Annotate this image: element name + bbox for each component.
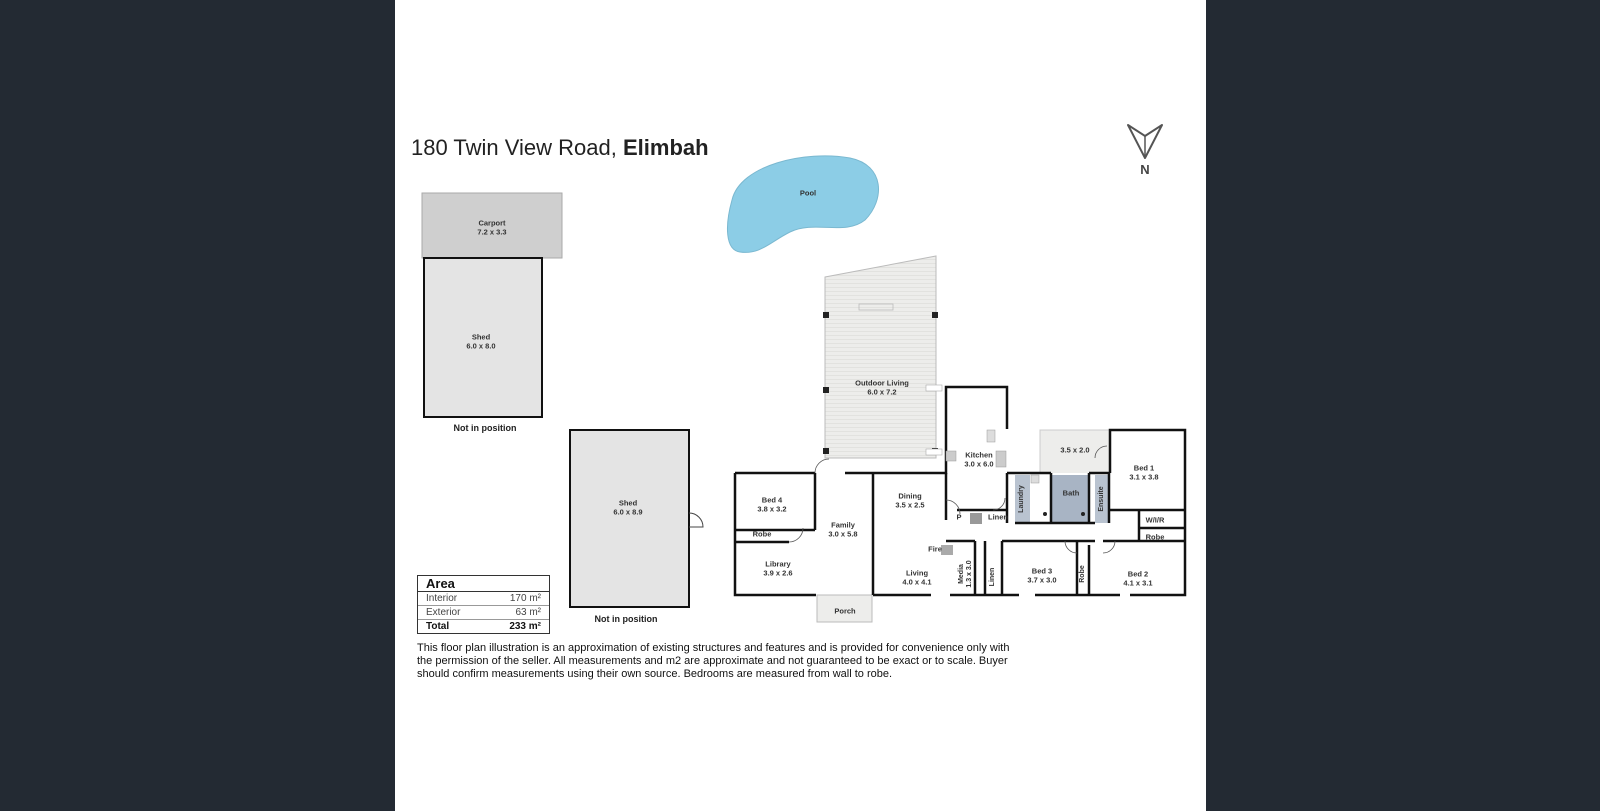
bath-label: Bath (1062, 488, 1080, 498)
area-row-value: 233 m² (509, 621, 541, 632)
shed-1-name: Shed (471, 332, 491, 342)
patio-label: 3.5 x 2.0 (1060, 445, 1090, 455)
pool-label: Pool (799, 188, 817, 198)
fireplace-label: Fire (928, 544, 942, 554)
family-label: Family 3.0 x 5.8 (828, 521, 857, 538)
shed-1-label: Shed 6.0 x 8.0 (466, 333, 495, 350)
shed-2-label: Shed 6.0 x 8.9 (613, 499, 642, 516)
bed-4-robe-label: Robe (752, 529, 772, 539)
laundry-fill (1015, 475, 1030, 523)
area-row-label: Exterior (426, 607, 461, 618)
bed-2-name: Bed 2 (1127, 569, 1149, 579)
kitchen-name: Kitchen (965, 450, 993, 460)
area-row-total: Total 233 m² (418, 620, 549, 633)
family-name: Family (831, 520, 855, 530)
ensuite-fill (1095, 475, 1109, 523)
bed-1-robe-label: Robe (1145, 532, 1165, 542)
disclaimer-text: This floor plan illustration is an appro… (417, 642, 1010, 680)
pantry-label: P (956, 512, 962, 522)
outdoor-living-deck (824, 255, 937, 459)
shed-1-shape (423, 257, 543, 418)
library-name: Library (765, 559, 791, 569)
bed-1-label: Bed 1 3.1 x 3.8 (1129, 464, 1158, 481)
shed-2-shape (569, 429, 690, 608)
outdoor-living-name: Outdoor Living (855, 378, 909, 388)
bed-3-label: Bed 3 3.7 x 3.0 (1027, 567, 1056, 584)
living-dim: 4.0 x 4.1 (902, 577, 932, 586)
carport-label: Carport 7.2 x 3.3 (477, 219, 506, 236)
media-label: Media 1.3 x 3.0 (958, 560, 974, 587)
porch-area (816, 594, 873, 623)
floor-plan-drawing (421, 155, 1187, 623)
area-title: Area (418, 576, 549, 592)
shed-2-not-in-position: Not in position (594, 614, 658, 624)
bed-1-name: Bed 1 (1133, 463, 1155, 473)
porch-label: Porch (834, 606, 856, 616)
area-row-label: Interior (426, 593, 458, 604)
linen-2-label: Linen (988, 567, 996, 587)
bed-4-label: Bed 4 3.8 x 3.2 (757, 496, 786, 513)
pool-shape (727, 155, 879, 253)
bed-3-name: Bed 3 (1031, 566, 1053, 576)
area-row-value: 63 m² (515, 607, 541, 618)
area-row-interior: Interior 170 m² (418, 592, 549, 606)
outdoor-living-label: Outdoor Living 6.0 x 7.2 (855, 379, 909, 396)
walk-in-robe-label: W/I/R (1145, 515, 1165, 525)
dining-name: Dining (898, 491, 922, 501)
shed-2-name: Shed (618, 498, 638, 508)
address-street: 180 Twin View Road, (411, 135, 617, 160)
north-arrow-icon (1127, 124, 1163, 159)
property-address: 180 Twin View Road, Elimbah (411, 135, 709, 161)
bed-4-name: Bed 4 (761, 495, 783, 505)
linen-1-label: Linen (988, 512, 1008, 522)
north-label: N (1140, 162, 1150, 177)
bed-3-dim: 3.7 x 3.0 (1027, 575, 1057, 584)
bed-2-dim: 4.1 x 3.1 (1123, 578, 1153, 587)
living-label: Living 4.0 x 4.1 (902, 569, 931, 586)
family-dim: 3.0 x 5.8 (828, 529, 858, 538)
area-row-label: Total (426, 621, 450, 632)
bed-3-robe-label: Robe (1078, 565, 1086, 583)
library-label: Library 3.9 x 2.6 (763, 560, 792, 577)
bed-4-dim: 3.8 x 3.2 (757, 504, 787, 513)
media-dim: 1.3 x 3.0 (966, 560, 973, 588)
living-name: Living (905, 568, 929, 578)
media-name: Media (957, 564, 965, 584)
dining-dim: 3.5 x 2.5 (895, 500, 925, 509)
dining-label: Dining 3.5 x 2.5 (895, 492, 924, 509)
carport-dim: 7.2 x 3.3 (477, 227, 507, 236)
bed-1-dim: 3.1 x 3.8 (1129, 472, 1159, 481)
shed-1-dim: 6.0 x 8.0 (466, 341, 496, 350)
floor-plan-sheet: 180 Twin View Road, Elimbah N (395, 0, 1206, 811)
outdoor-living-dim: 6.0 x 7.2 (867, 387, 897, 396)
area-table: Area Interior 170 m² Exterior 63 m² Tota… (417, 575, 550, 634)
area-row-value: 170 m² (509, 593, 541, 604)
area-row-exterior: Exterior 63 m² (418, 606, 549, 620)
carport-name: Carport (478, 218, 506, 228)
north-compass: N (1125, 122, 1165, 180)
library-dim: 3.9 x 2.6 (763, 568, 793, 577)
kitchen-dim: 3.0 x 6.0 (964, 459, 994, 468)
shed-2-dim: 6.0 x 8.9 (613, 507, 643, 516)
laundry-label: Laundry (1017, 485, 1025, 513)
shed-1-not-in-position: Not in position (453, 423, 517, 433)
kitchen-label: Kitchen 3.0 x 6.0 (964, 451, 993, 468)
ensuite-label: Ensuite (1097, 486, 1105, 512)
bed-2-label: Bed 2 4.1 x 3.1 (1123, 570, 1152, 587)
address-suburb: Elimbah (623, 135, 709, 160)
